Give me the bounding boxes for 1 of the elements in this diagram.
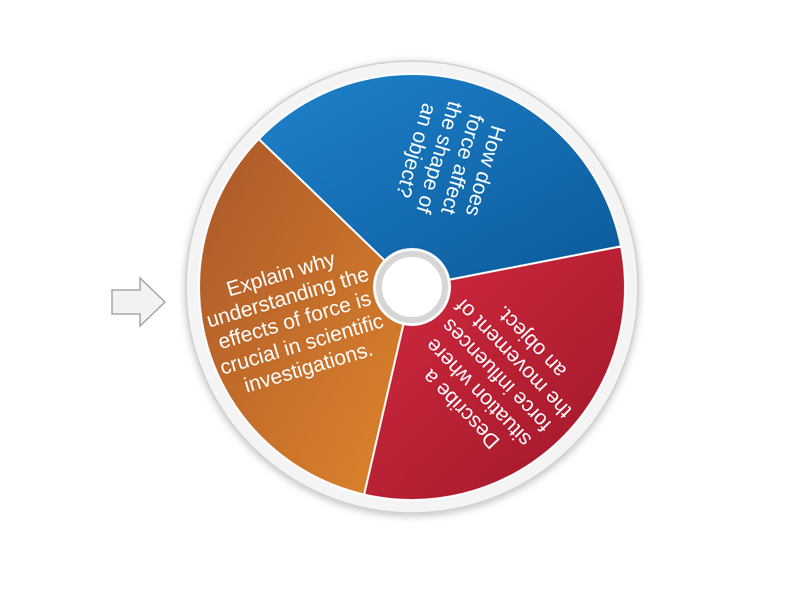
question-text: How does force affect the shape of an object? — [390, 98, 510, 221]
